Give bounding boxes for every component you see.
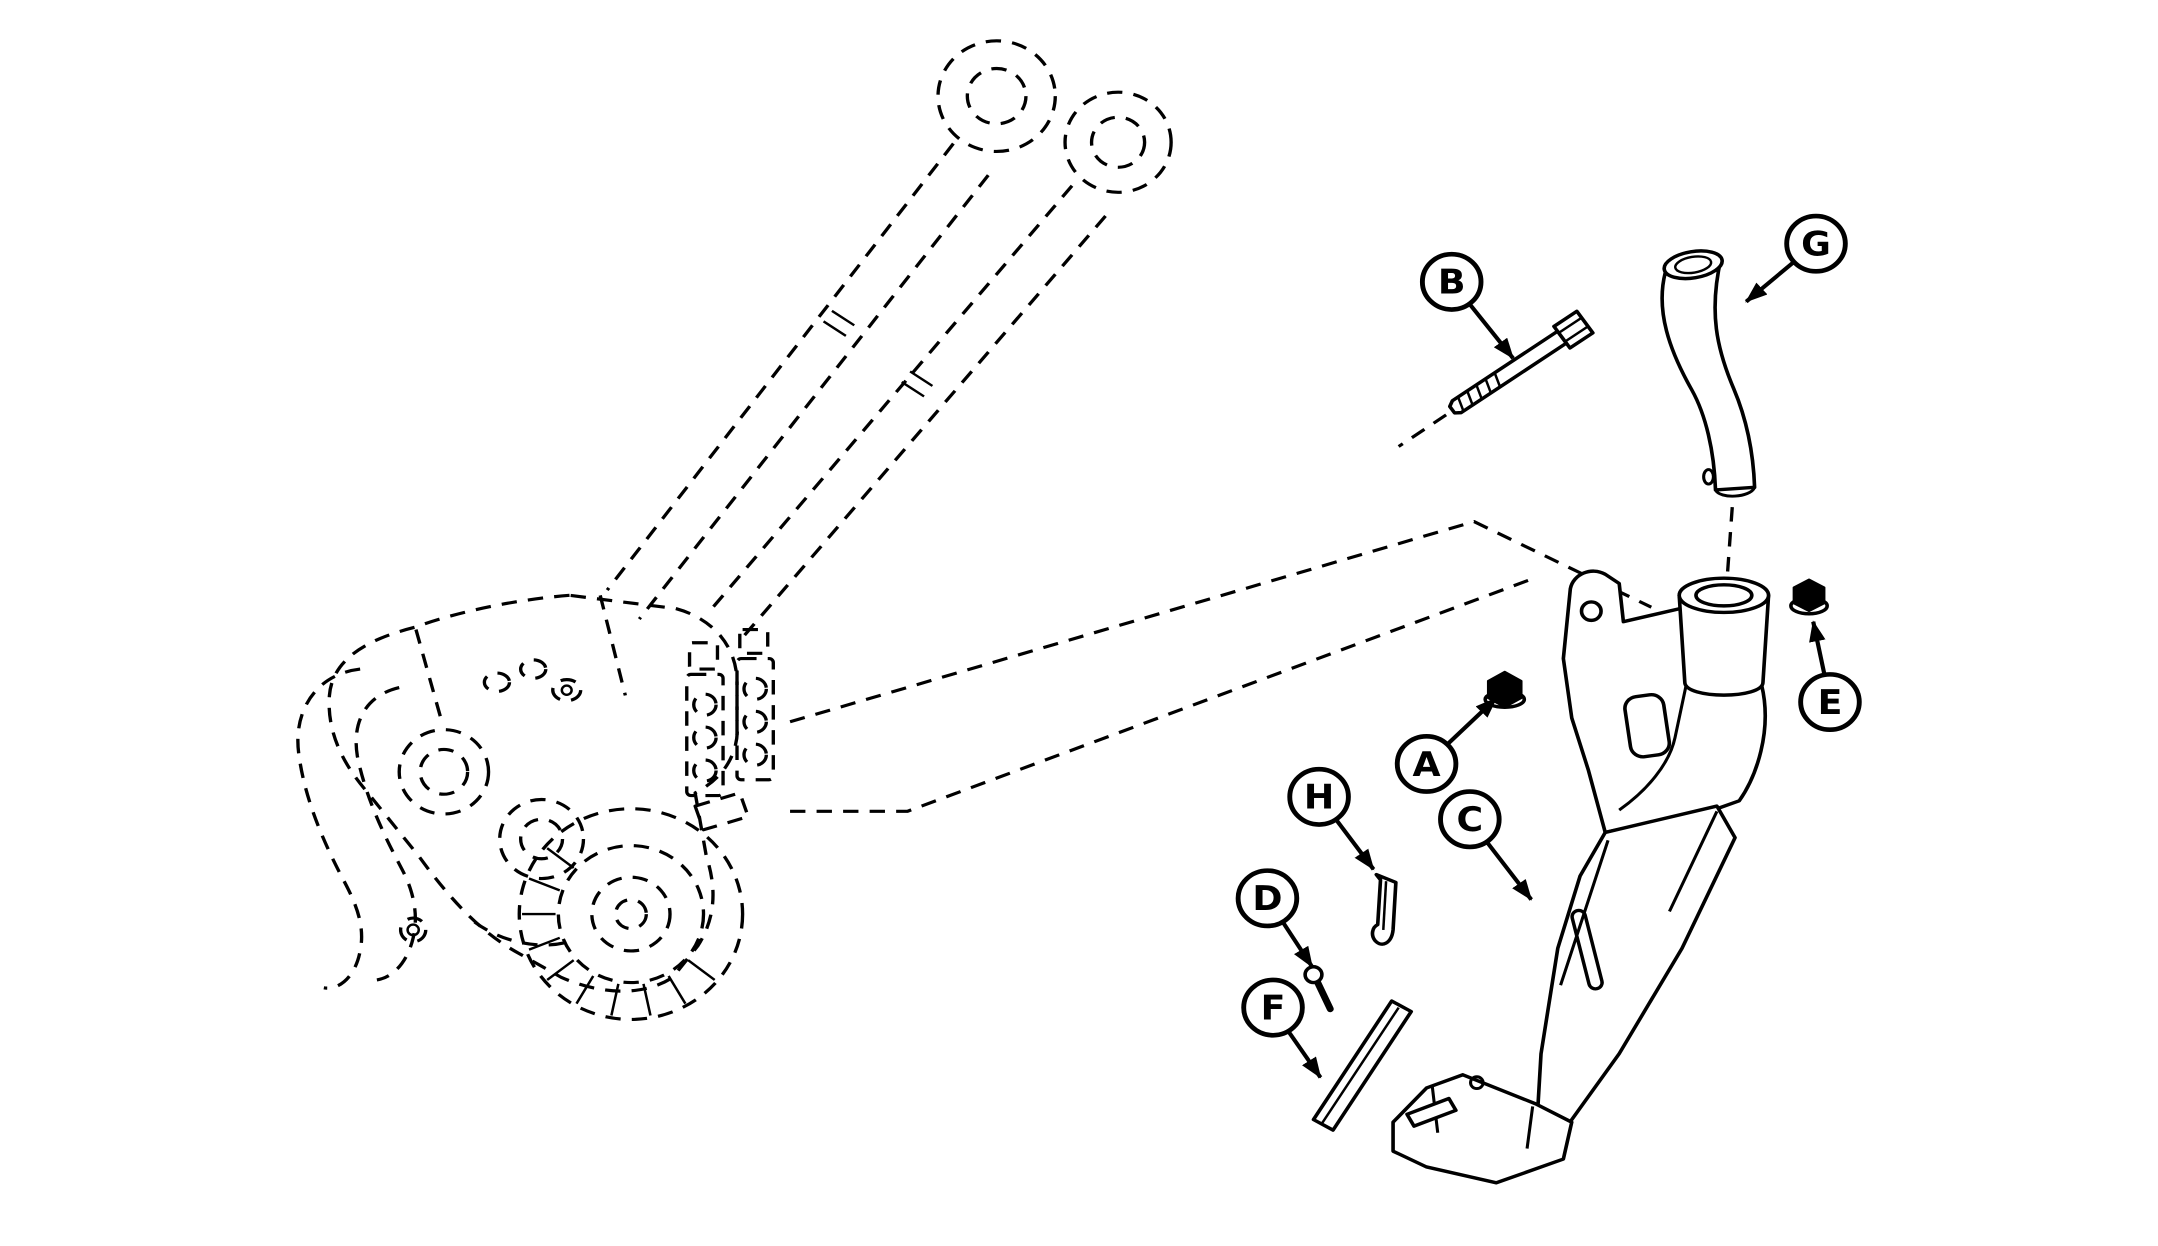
pipe-pin-hole (1702, 468, 1715, 486)
clevis-eyes (936, 39, 1173, 194)
callout-g: G (1744, 213, 1848, 304)
callouts: A B C D E F G (1235, 213, 1862, 1079)
left-hook-arm (296, 667, 364, 990)
bolt-threads (1456, 372, 1502, 412)
callout-e: E (1798, 620, 1862, 732)
callout-b-arrow (1468, 303, 1515, 360)
callout-h-label: H (1304, 778, 1334, 818)
part-e-nut (1789, 578, 1829, 616)
part-h-clip (1370, 872, 1398, 946)
mounting-plates (685, 628, 775, 832)
bearing-bosses (397, 728, 586, 881)
gearbox-housing (296, 593, 740, 993)
bracket-shoe (1533, 804, 1737, 1151)
arm-step-marks (822, 309, 934, 398)
housing-top-holes (482, 658, 583, 703)
callout-c-label: C (1457, 800, 1484, 840)
bolt-head (1552, 309, 1595, 350)
gauge-wheel (517, 807, 745, 1022)
bracket-foot (1391, 1073, 1574, 1185)
foot-hole (1469, 1075, 1485, 1091)
part-b-bolt (1447, 309, 1595, 415)
callout-e-label: E (1818, 683, 1843, 723)
bracket-window (1623, 692, 1672, 759)
callout-d-label: D (1252, 879, 1282, 919)
pipe-insertion-line (1725, 506, 1734, 585)
callout-g-label: G (1801, 224, 1831, 264)
callout-a-arrow (1446, 696, 1498, 746)
hitch-arms (605, 142, 1107, 639)
callout-h-arrow (1334, 818, 1376, 871)
callout-f-label: F (1261, 988, 1286, 1028)
part-c-standard-bracket (1391, 569, 1771, 1185)
callout-c-arrow (1484, 840, 1533, 901)
callout-d: D (1235, 868, 1314, 968)
part-d-pin (1303, 965, 1334, 1013)
ear-bolt-hole (1579, 600, 1603, 623)
part-f-wear-bar (1311, 999, 1414, 1132)
part-g-handle-pipe (1660, 249, 1757, 498)
callout-f: F (1241, 977, 1323, 1079)
wheel-tread-hatch (522, 847, 716, 1016)
callout-a: A (1394, 696, 1498, 794)
callout-f-arrow (1286, 1030, 1323, 1079)
socket-bore (1694, 583, 1754, 608)
pin-head (1303, 965, 1324, 985)
callout-h: H (1287, 766, 1376, 871)
foot-slot (1405, 1096, 1458, 1128)
callout-b-label: B (1438, 263, 1466, 303)
callout-e-arrow (1809, 620, 1827, 675)
callout-d-arrow (1281, 920, 1314, 968)
callout-c: C (1438, 789, 1533, 901)
bolt-axis-line (1397, 413, 1448, 448)
callout-a-label: A (1413, 745, 1442, 785)
callout-g-arrow (1744, 260, 1796, 304)
implement-phantom-outline (296, 39, 1734, 1022)
shoe-slot-inner (1573, 912, 1601, 988)
callout-b: B (1419, 251, 1515, 360)
